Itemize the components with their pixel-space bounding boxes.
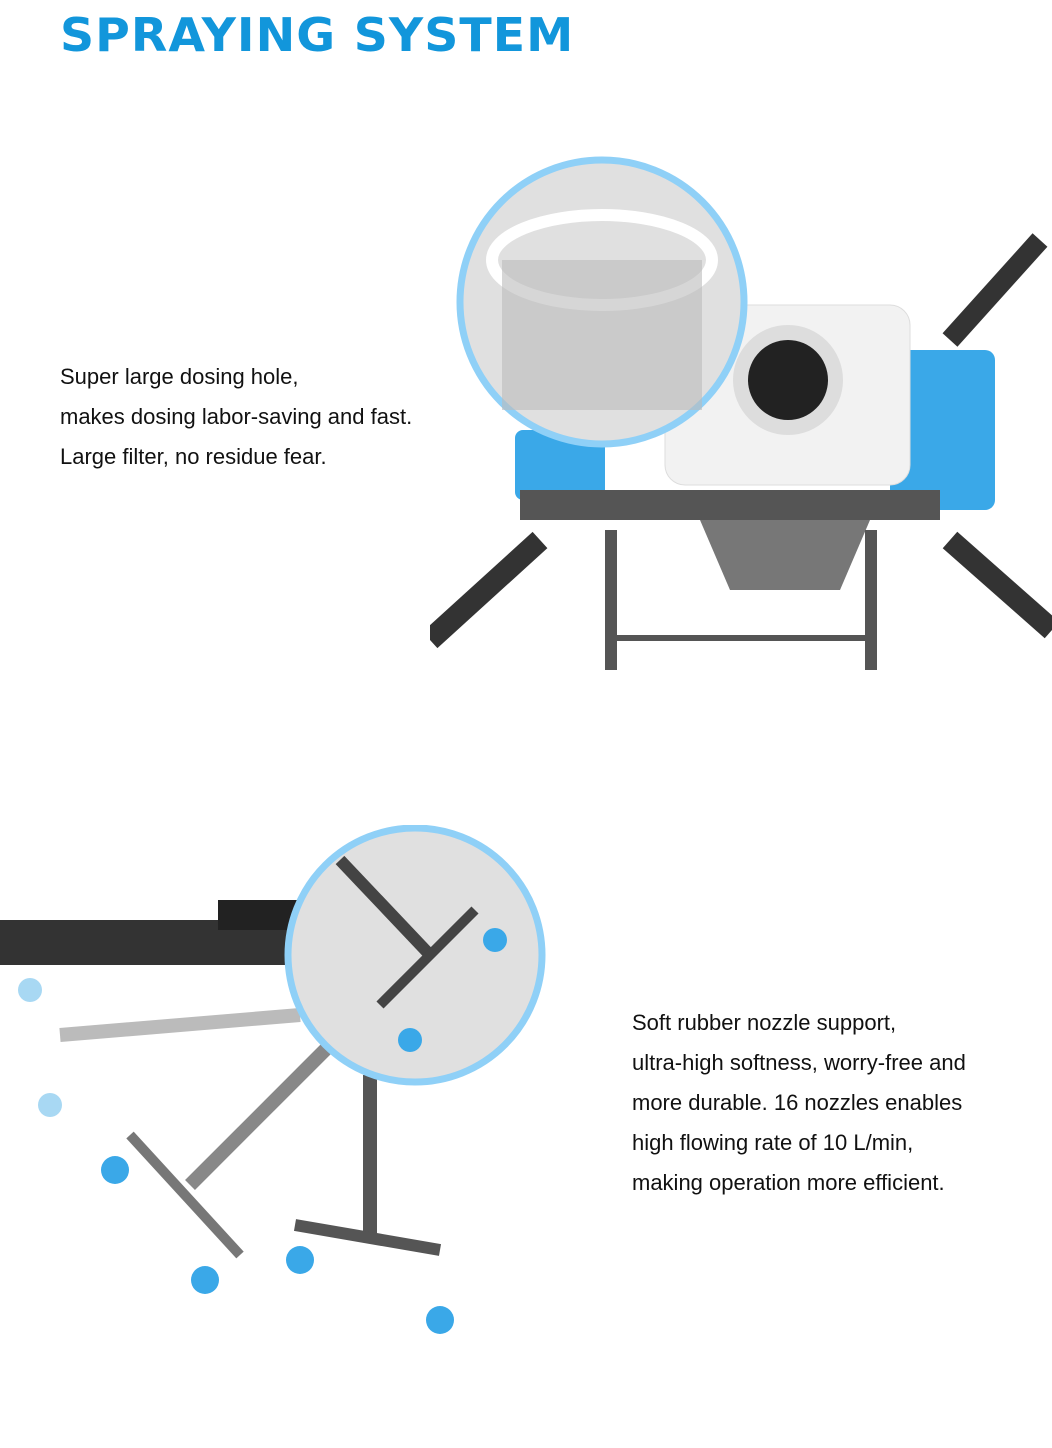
text-line: makes dosing labor-saving and fast. [60, 404, 413, 429]
text-line: making operation more efficient. [632, 1170, 945, 1195]
dosing-hole-description: Super large dosing hole, makes dosing la… [60, 357, 412, 477]
text-line: high flowing rate of 10 L/min, [632, 1130, 914, 1155]
nozzle-description: Soft rubber nozzle support, ultra-high s… [632, 1003, 966, 1203]
nozzle-zoom-circle [284, 825, 546, 1086]
text-line: Soft rubber nozzle support, [632, 1010, 897, 1035]
nozzle-illustration [0, 825, 546, 1334]
text-line: Large filter, no residue fear. [60, 444, 327, 469]
text-line: more durable. 16 nozzles enables [632, 1090, 963, 1115]
text-line: Super large dosing hole, [60, 364, 299, 389]
drone-tank-illustration [430, 156, 1052, 670]
text-line: ultra-high softness, worry-free and [632, 1050, 966, 1075]
page-title: SPRAYING SYSTEM [60, 8, 575, 62]
